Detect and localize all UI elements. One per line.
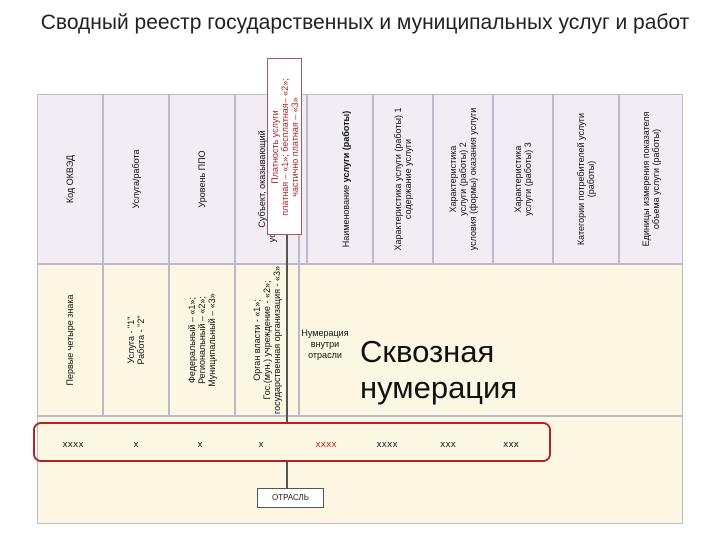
header-service-work: Услуга/работа xyxy=(103,94,169,264)
code-char1: хххх xyxy=(376,440,398,450)
code-ppo-level: х xyxy=(197,440,203,450)
header-service-work-label: Услуга/работа xyxy=(131,149,141,209)
desc-ppo-level: Федеральный – «1»; Региональный – «2»; М… xyxy=(169,264,235,416)
header-char1: Характеристика услуги (работы) 1 содержа… xyxy=(373,94,433,264)
through-numbering-label: Сквозная нумерация xyxy=(360,334,518,405)
code-service-work: х xyxy=(133,440,139,450)
code-highlight-box xyxy=(33,422,551,462)
header-ppo-level-label: Уровень ППО xyxy=(197,150,207,208)
header-consumers-label: Категории потребителей услуги (работы) xyxy=(576,112,596,246)
code-okved: хххх xyxy=(62,440,84,450)
header-units-label: Единицы измерения показателя объема услу… xyxy=(641,111,661,247)
registry-table: Код ОКВЭД Услуга/работа Уровень ППО Субъ… xyxy=(37,94,683,524)
payment-callout: Платность услуги платная – «1»; бесплатн… xyxy=(267,58,302,235)
header-service-name-bold: услуги (работы) xyxy=(341,110,352,183)
header-service-name: Наименование услуги (работы) xyxy=(307,94,373,264)
header-units: Единицы измерения показателя объема услу… xyxy=(619,94,683,264)
header-consumers: Категории потребителей услуги (работы) xyxy=(553,94,619,264)
header-char3-label: Характеристика услуги (работы) 3 xyxy=(513,142,533,216)
desc-service-work-text: Услуга - "1" Работа - "2" xyxy=(126,315,146,365)
industry-label: ОТРАСЛЬ xyxy=(257,488,324,508)
code-char2: ххх xyxy=(440,440,456,450)
code-row-area xyxy=(37,416,683,524)
header-char3: Характеристика услуги (работы) 3 xyxy=(493,94,553,264)
desc-subject-text: Орган власти - «1»; Гос.(мун.) учреждени… xyxy=(252,266,282,414)
industry-pointer-line xyxy=(286,462,288,488)
desc-subject: Орган власти - «1»; Гос.(мун.) учреждени… xyxy=(235,264,299,416)
header-service-name-prefix: Наименование xyxy=(341,184,352,248)
header-char1-label: Характеристика услуги (работы) 1 содержа… xyxy=(393,107,413,251)
payment-callout-text: Платность услуги платная – «1»; бесплатн… xyxy=(269,77,300,216)
desc-ppo-level-text: Федеральный – «1»; Региональный – «2»; М… xyxy=(187,293,217,387)
header-okved-label: Код ОКВЭД xyxy=(65,154,75,204)
desc-okved: Первые четыре знака xyxy=(37,264,103,416)
header-ppo-level: Уровень ППО xyxy=(169,94,235,264)
code-service-number: хххх xyxy=(315,440,337,450)
desc-service-work: Услуга - "1" Работа - "2" xyxy=(103,264,169,416)
callout-pointer-line xyxy=(286,235,288,422)
desc-okved-text: Первые четыре знака xyxy=(65,294,75,386)
header-char2-label: Характеристика услуги (работы) 2 условия… xyxy=(448,107,478,251)
code-subject: х xyxy=(258,440,264,450)
header-char2: Характеристика услуги (работы) 2 условия… xyxy=(433,94,493,264)
header-service-name-label: Наименование услуги (работы) xyxy=(341,99,351,259)
header-okved: Код ОКВЭД xyxy=(37,94,103,264)
desc-numbering-area xyxy=(299,264,683,416)
code-char3: ххх xyxy=(503,440,519,450)
numbering-note: Нумерация внутри отрасли xyxy=(301,328,349,360)
page-title: Сводный реестр государственных и муницип… xyxy=(40,11,690,34)
